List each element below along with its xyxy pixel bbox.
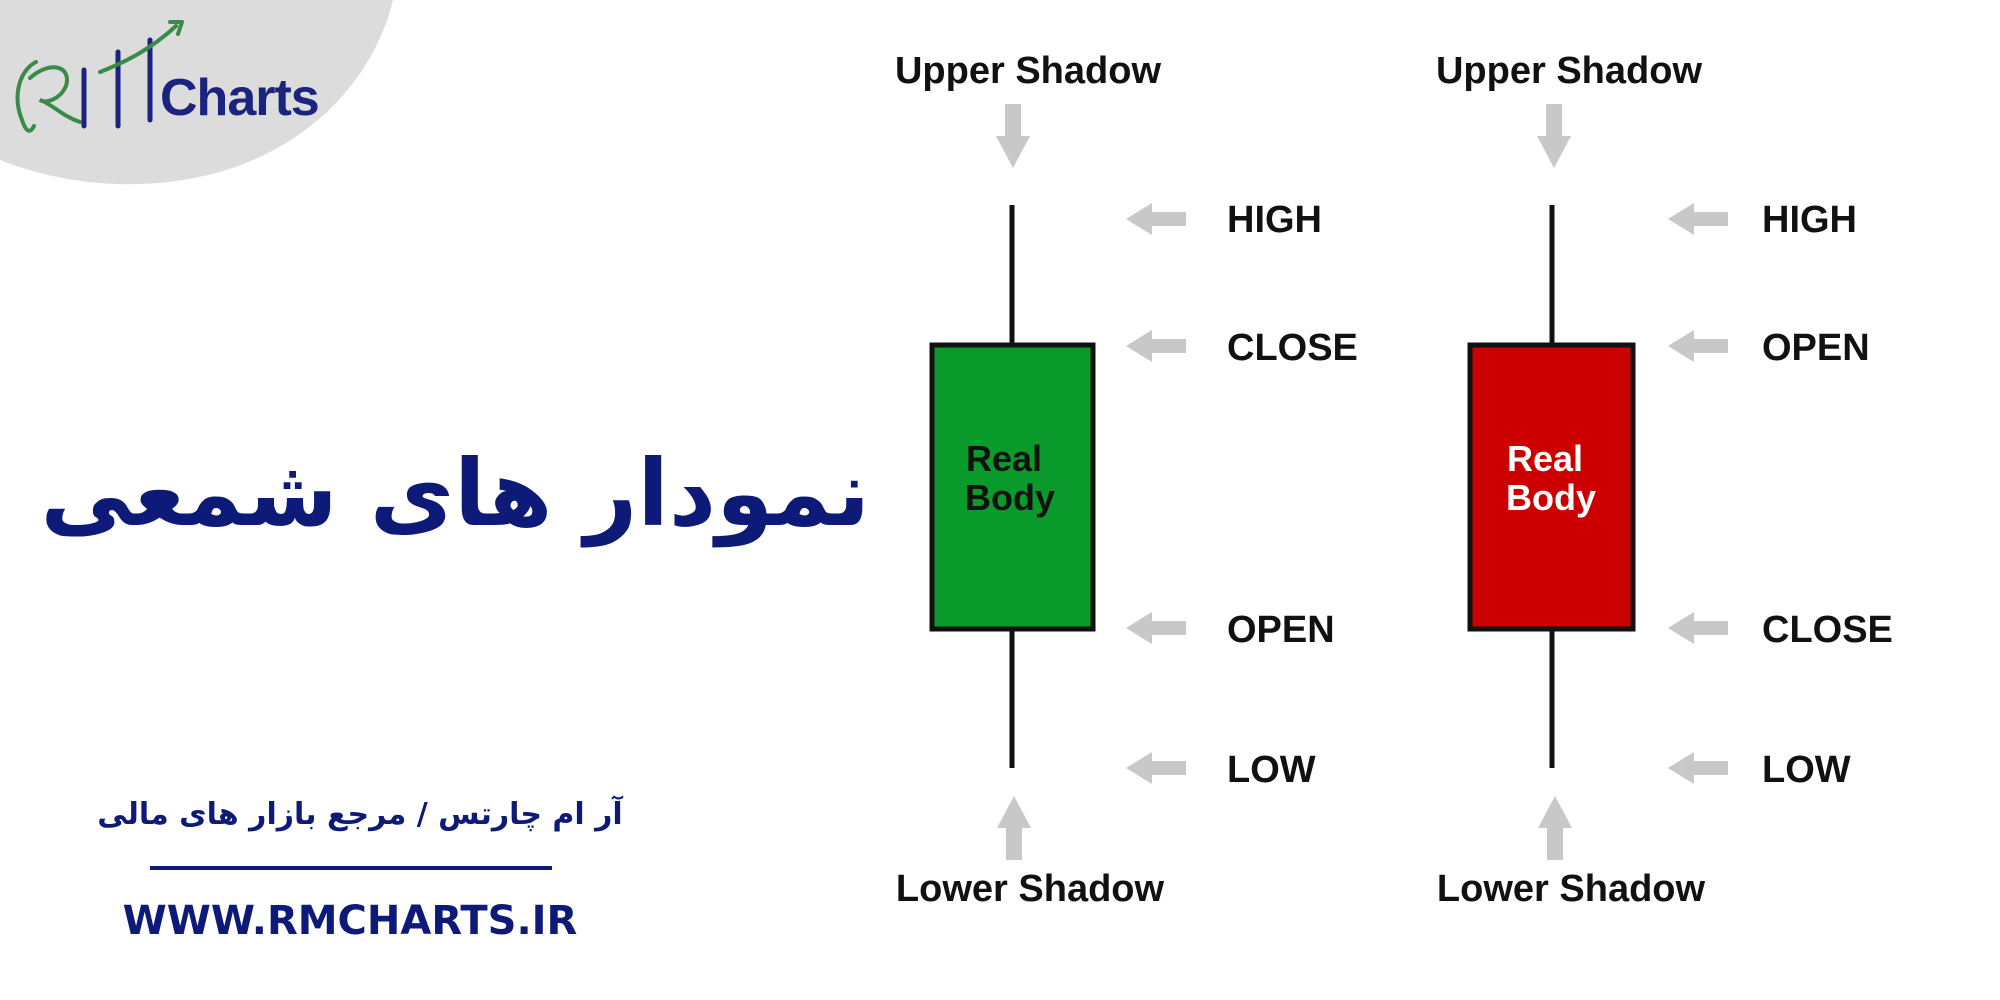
real-body-label-line1: Real bbox=[1507, 438, 1583, 479]
bullish-candle: Upper Shadow Real Body Lower Shadow HIGH… bbox=[895, 50, 1358, 910]
left-arrow-icon bbox=[1126, 203, 1186, 235]
price-label-close: CLOSE bbox=[1762, 609, 1893, 651]
real-body bbox=[929, 342, 1096, 632]
divider bbox=[150, 866, 552, 870]
real-body bbox=[1467, 342, 1636, 632]
price-label-high: HIGH bbox=[1227, 199, 1322, 241]
up-arrow-icon bbox=[1538, 796, 1572, 860]
price-label-open: OPEN bbox=[1762, 327, 1870, 369]
page-title: نمودار های شمعی bbox=[40, 440, 870, 547]
real-body-label-line2: Body bbox=[965, 477, 1055, 518]
real-body-label-line2: Body bbox=[1506, 477, 1596, 518]
logo-background bbox=[0, 0, 393, 185]
logo-arrowhead-icon bbox=[168, 20, 184, 36]
logo-trend-arrow-icon bbox=[98, 24, 178, 74]
logo-wordmark[interactable]: Charts bbox=[160, 69, 320, 127]
left-arrow-icon bbox=[1668, 752, 1728, 784]
left-arrow-icon bbox=[1126, 330, 1186, 362]
lower-shadow-label: Lower Shadow bbox=[896, 868, 1165, 910]
up-arrow-icon bbox=[997, 796, 1031, 860]
left-arrow-icon bbox=[1668, 203, 1728, 235]
price-label-low: LOW bbox=[1227, 749, 1316, 791]
price-label-low: LOW bbox=[1762, 749, 1851, 791]
price-label-high: HIGH bbox=[1762, 199, 1857, 241]
down-arrow-icon bbox=[1537, 104, 1571, 168]
tagline: آر ام چارتس / مرجع بازار های مالی bbox=[97, 797, 623, 832]
bearish-candle: Upper Shadow Real Body Lower Shadow HIGH… bbox=[1436, 50, 1893, 910]
down-arrow-icon bbox=[996, 104, 1030, 168]
lower-shadow-label: Lower Shadow bbox=[1437, 868, 1706, 910]
price-label-close: CLOSE bbox=[1227, 327, 1358, 369]
left-arrow-icon bbox=[1668, 612, 1728, 644]
logo-blob-shape bbox=[0, 0, 393, 185]
left-arrow-icon bbox=[1126, 752, 1186, 784]
left-arrow-icon bbox=[1668, 330, 1728, 362]
logo-initial-r bbox=[15, 60, 82, 133]
upper-shadow-label: Upper Shadow bbox=[1436, 50, 1702, 92]
upper-shadow-label: Upper Shadow bbox=[895, 50, 1161, 92]
price-label-open: OPEN bbox=[1227, 609, 1335, 651]
real-body-label-line1: Real bbox=[966, 438, 1042, 479]
left-arrow-icon bbox=[1126, 612, 1186, 644]
site-url-link[interactable]: WWW.RMCHARTS.IR bbox=[122, 898, 578, 944]
